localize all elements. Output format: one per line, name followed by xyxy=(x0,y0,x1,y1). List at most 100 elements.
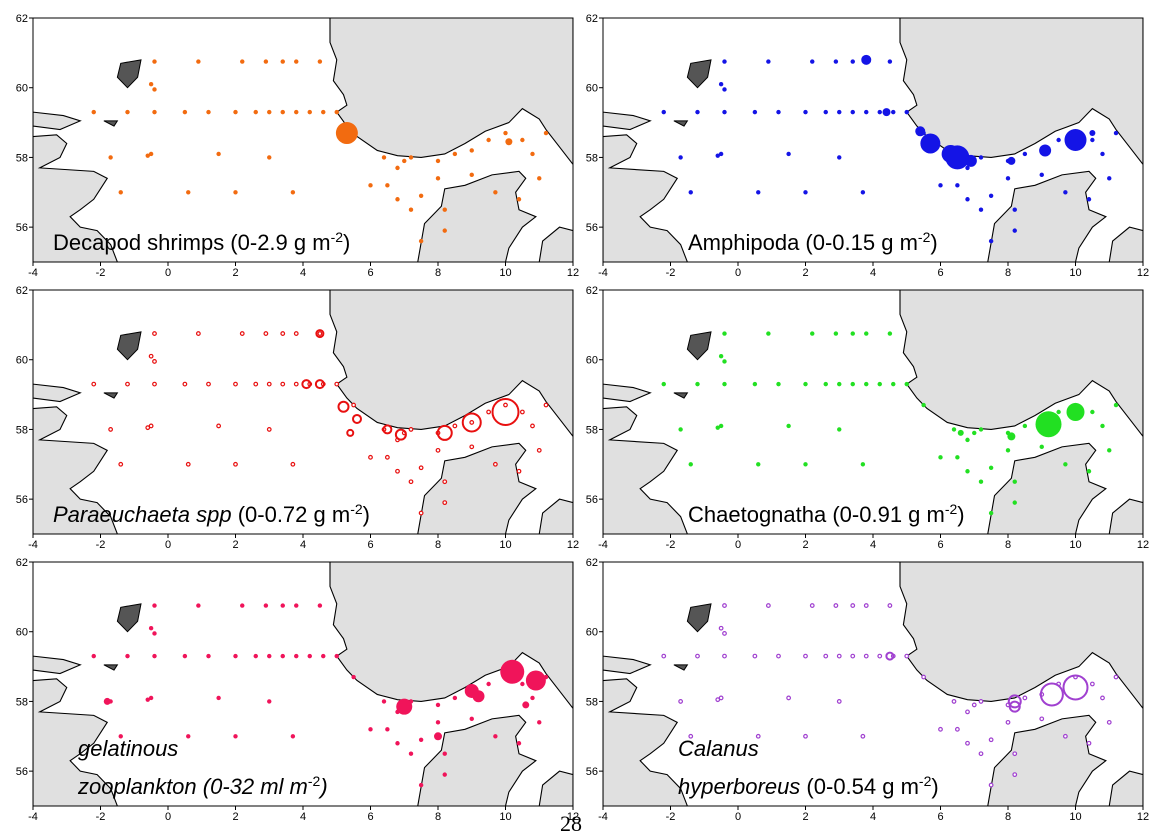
station-marker xyxy=(951,427,957,432)
station-marker xyxy=(850,59,855,64)
biomass-bubble xyxy=(945,145,970,170)
station-marker xyxy=(516,468,522,474)
land-layer xyxy=(603,562,1143,806)
y-tick-label: 62 xyxy=(16,285,28,297)
station-marker xyxy=(543,402,549,408)
x-tick-label: 12 xyxy=(1137,539,1149,551)
station-marker xyxy=(860,462,866,467)
station-marker xyxy=(381,699,387,704)
station-marker xyxy=(435,720,441,725)
land-polygon xyxy=(262,562,573,710)
station-marker xyxy=(317,603,323,608)
station-marker xyxy=(836,653,842,659)
x-tick-label: 6 xyxy=(937,267,943,279)
station-marker xyxy=(280,603,285,608)
station-marker xyxy=(1039,172,1044,178)
station-marker xyxy=(661,109,666,115)
station-marker xyxy=(334,653,339,659)
station-marker xyxy=(307,653,312,659)
x-tick-label: -2 xyxy=(96,539,106,551)
station-marker xyxy=(837,381,842,387)
station-marker xyxy=(108,427,114,432)
land-polygon xyxy=(417,714,537,806)
station-marker xyxy=(469,172,474,178)
station-marker xyxy=(317,59,323,64)
x-tick-label: 2 xyxy=(802,811,808,823)
x-tick-label: -4 xyxy=(598,267,608,279)
y-tick-label: 60 xyxy=(16,355,28,367)
x-tick-label: 8 xyxy=(435,267,441,279)
biomass-bubble xyxy=(522,701,530,709)
station-marker xyxy=(408,479,414,485)
x-tick-label: 2 xyxy=(232,811,238,823)
x-tick-label: 10 xyxy=(1069,811,1081,823)
station-marker xyxy=(125,109,130,115)
station-marker xyxy=(809,603,815,608)
land-polygon xyxy=(33,406,118,534)
station-marker xyxy=(695,653,700,659)
station-marker xyxy=(233,109,238,115)
station-marker xyxy=(688,733,694,739)
station-marker xyxy=(810,59,815,64)
station-marker xyxy=(152,359,157,364)
station-marker xyxy=(516,741,522,746)
y-tick-label: 60 xyxy=(16,627,28,639)
station-marker xyxy=(722,59,727,64)
land-polygon xyxy=(33,383,82,403)
station-marker xyxy=(368,183,373,188)
station-marker xyxy=(280,653,285,659)
station-marker xyxy=(803,381,808,387)
island-polygon xyxy=(103,664,119,671)
station-marker xyxy=(334,109,339,115)
station-marker xyxy=(108,155,113,160)
station-marker xyxy=(418,737,424,742)
station-marker xyxy=(125,653,130,659)
land-polygon xyxy=(603,383,652,403)
biomass-bubble xyxy=(861,54,872,65)
station-marker xyxy=(755,733,761,739)
station-marker xyxy=(786,423,791,429)
station-marker xyxy=(233,381,238,387)
x-tick-label: 10 xyxy=(1069,539,1081,551)
station-marker xyxy=(887,331,893,336)
biomass-bubble xyxy=(436,424,453,441)
station-marker xyxy=(418,510,424,516)
y-tick-label: 56 xyxy=(16,222,28,234)
x-tick-label: 6 xyxy=(367,539,373,551)
x-tick-label: 0 xyxy=(165,267,171,279)
station-markers xyxy=(91,329,549,516)
station-marker xyxy=(267,699,272,704)
station-marker xyxy=(152,331,157,336)
station-marker xyxy=(978,751,984,757)
station-marker xyxy=(118,461,124,467)
station-marker xyxy=(182,381,188,387)
station-marker xyxy=(1012,772,1018,778)
y-tick-label: 56 xyxy=(16,766,28,778)
station-marker xyxy=(91,109,96,115)
station-marker xyxy=(722,359,727,364)
station-marker xyxy=(1100,695,1105,701)
station-marker xyxy=(152,603,157,608)
x-tick-label: 10 xyxy=(499,539,511,551)
x-tick-label: -2 xyxy=(96,267,106,279)
species-label: Decapod shrimps (0-2.9 g m-2) xyxy=(53,229,350,255)
land-polygon xyxy=(538,226,573,262)
station-marker xyxy=(833,331,839,336)
station-marker xyxy=(321,109,326,115)
station-marker xyxy=(452,423,458,429)
biomass-bubble xyxy=(920,133,941,154)
x-tick-label: 6 xyxy=(937,811,943,823)
station-marker xyxy=(921,402,926,408)
x-tick-label: -4 xyxy=(598,539,608,551)
station-marker xyxy=(263,331,269,336)
station-marker xyxy=(530,695,535,701)
x-tick-label: 12 xyxy=(1137,267,1149,279)
biomass-bubble xyxy=(337,400,350,413)
x-tick-label: 10 xyxy=(1069,267,1081,279)
station-marker xyxy=(152,631,157,636)
x-tick-label: 4 xyxy=(870,267,876,279)
